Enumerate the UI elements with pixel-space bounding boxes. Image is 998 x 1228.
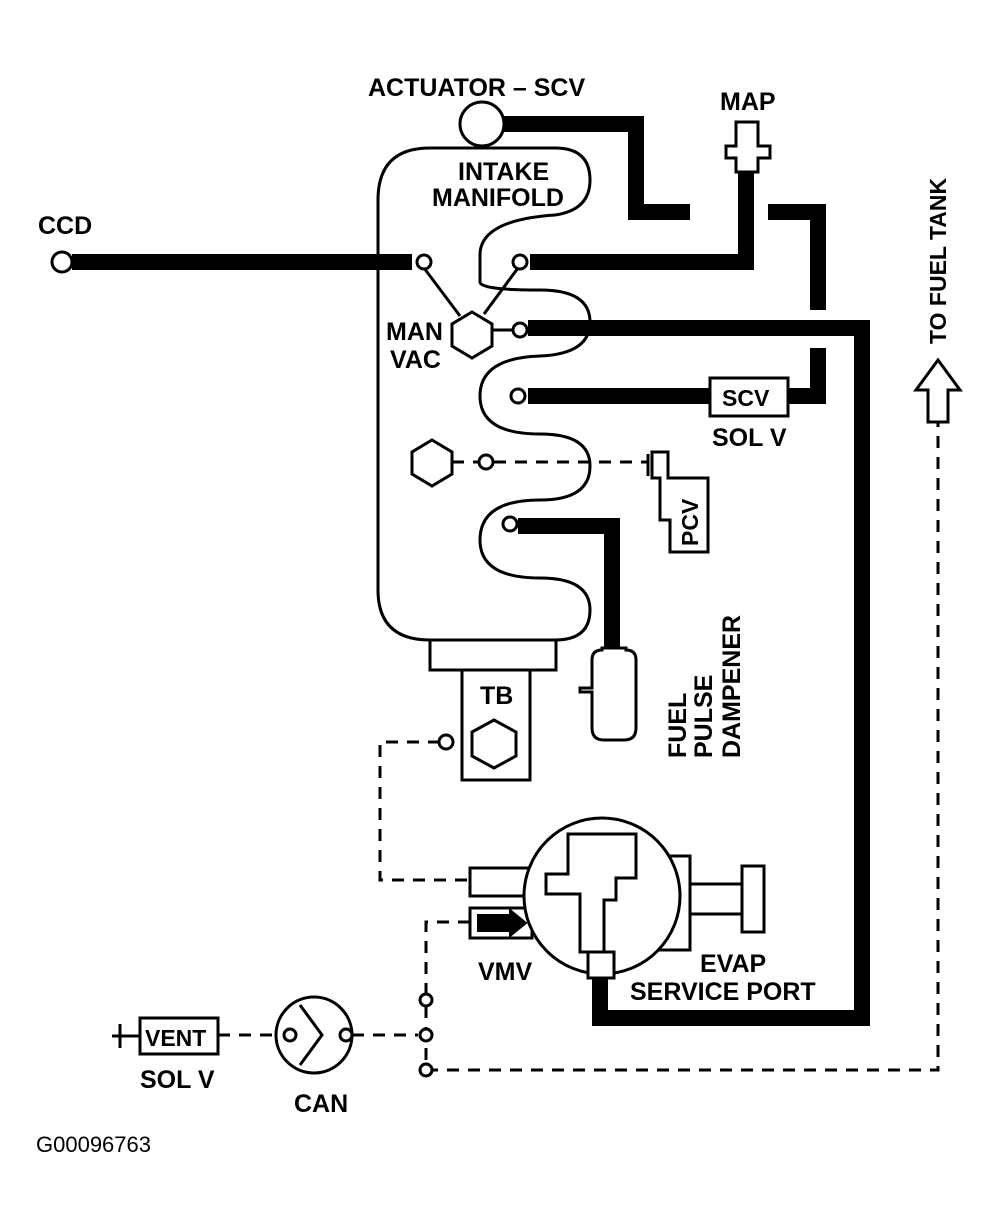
intake-manifold-outline: [376, 146, 592, 642]
scv-solenoid: [708, 376, 790, 418]
pcv-hex-fitting: [410, 438, 454, 488]
label-can: CAN: [294, 1090, 348, 1118]
label-evap: EVAP: [700, 950, 766, 978]
tb-to-vmv-dashed-line: [378, 740, 470, 882]
label-vent: VENT: [145, 1025, 206, 1051]
label-tb: TB: [480, 682, 513, 710]
fuel-tank-dashed-line: [426, 422, 940, 1072]
label-to-fuel-tank: TO FUEL TANK: [925, 178, 951, 345]
map-to-manvac-line: [482, 267, 520, 315]
to-fuel-tank-arrow: [913, 357, 963, 424]
map-hose: [530, 170, 754, 270]
manifold-port-pcv: [477, 453, 495, 471]
manifold-port-scv: [509, 387, 527, 405]
man-vac-fitting: [450, 310, 494, 360]
throttle-body-flange: [428, 638, 558, 672]
vmv-to-can-dashed-line: [424, 920, 470, 998]
tb-port: [437, 733, 455, 751]
canister-port-right: [338, 1027, 354, 1043]
evap-service-port-stem: [688, 882, 744, 916]
ccd-port: [50, 250, 74, 274]
can-junction-port-top: [418, 992, 434, 1008]
vmv-upper-connector: [468, 866, 534, 898]
can-junction-port-mid: [418, 1027, 434, 1043]
label-sol-v-vent: SOL V: [140, 1066, 215, 1094]
can-junction-port-bottom: [418, 1062, 434, 1078]
label-vac: VAC: [390, 346, 441, 374]
actuator-scv-component: [458, 100, 506, 148]
pcv-valve: [650, 450, 710, 554]
actuator-scv-hose: [500, 116, 690, 220]
vent-solenoid-plus-terminal: [112, 1024, 140, 1048]
vent-solenoid: [138, 1016, 220, 1056]
label-sol-v-scv: SOL V: [712, 424, 787, 452]
fuel-pulse-dampener: [578, 646, 638, 742]
label-pcv: PCV: [677, 498, 703, 546]
label-scv: SCV: [722, 385, 770, 411]
label-dampener: DAMPENER: [718, 615, 746, 758]
map-sensor: [724, 120, 772, 174]
label-actuator-scv: ACTUATOR – SCV: [368, 74, 585, 102]
canister-chevron: [298, 1004, 324, 1066]
label-map: MAP: [720, 88, 776, 116]
manifold-port-ccd: [415, 253, 433, 271]
label-vmv: VMV: [478, 958, 533, 986]
label-fuel: FUEL: [664, 693, 692, 758]
label-ccd: CCD: [38, 212, 92, 240]
ccd-to-manvac-line: [422, 267, 462, 317]
evap-service-port-cap: [740, 864, 766, 934]
manifold-port-dampener: [501, 515, 519, 533]
manifold-port-evap: [511, 321, 529, 339]
label-manifold: MANIFOLD: [432, 184, 564, 212]
label-man: MAN: [386, 318, 443, 346]
canister-port-left: [282, 1027, 298, 1043]
label-pulse: PULSE: [690, 675, 718, 758]
scv-solenoid-vent-hose: [768, 204, 826, 310]
figure-code: G00096763: [36, 1132, 151, 1157]
vmv-flow-arrow: [477, 907, 528, 939]
tb-hex-fitting: [470, 718, 518, 770]
label-service-port: SERVICE PORT: [630, 978, 816, 1006]
main-evap-vacuum-hose: [528, 320, 870, 1026]
label-intake: INTAKE: [458, 158, 549, 186]
fuel-pulse-dampener-hose: [518, 518, 620, 650]
manifold-port-map: [511, 253, 529, 271]
vmv-outlet-nozzle: [586, 950, 616, 980]
scv-solenoid-outlet-hose: [788, 348, 826, 404]
